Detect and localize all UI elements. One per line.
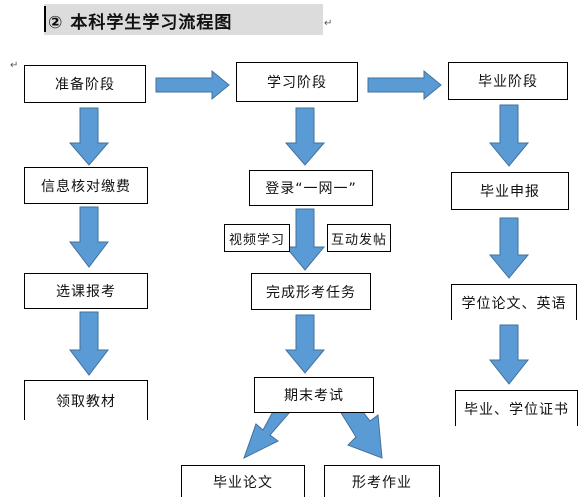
step-formative-homework: 形考作业 xyxy=(324,465,440,497)
step-complete-tasks: 完成形考任务 xyxy=(251,273,371,310)
step-course-registration: 选课报考 xyxy=(24,273,148,309)
page-title: ② 本科学生学习流程图 xyxy=(48,8,232,33)
paragraph-mark-icon: ↵ xyxy=(324,18,333,29)
step-interactive-post: 互动发帖 xyxy=(327,224,391,252)
arrow-right xyxy=(367,69,442,101)
step-graduation-apply: 毕业申报 xyxy=(451,172,569,210)
arrow-down xyxy=(488,104,530,167)
stage-study: 学习阶段 xyxy=(236,62,358,102)
arrow-down xyxy=(284,208,326,271)
paragraph-mark-icon: ↵ xyxy=(10,60,19,71)
title-highlight xyxy=(44,4,323,35)
arrow-down xyxy=(488,324,530,385)
step-login: 登录“一网一” xyxy=(249,170,373,206)
step-thesis-english: 学位论文、英语 xyxy=(451,284,577,320)
title-label: 本科学生学习流程图 xyxy=(70,13,233,33)
stage-prepare: 准备阶段 xyxy=(24,65,146,103)
stage-graduate: 毕业阶段 xyxy=(448,62,568,100)
arrow-down xyxy=(284,314,326,374)
arrow-down xyxy=(68,206,110,268)
text-cursor xyxy=(44,6,46,32)
step-certificates: 毕业、学位证书 xyxy=(455,390,578,426)
step-get-textbooks: 领取教材 xyxy=(24,380,148,420)
arrow-down xyxy=(68,107,110,166)
title-number: ② xyxy=(48,13,64,33)
step-graduation-thesis: 毕业论文 xyxy=(181,465,305,497)
step-final-exam: 期末考试 xyxy=(254,377,374,413)
step-video-learning: 视频学习 xyxy=(224,224,290,252)
arrow-down xyxy=(68,311,110,376)
step-info-check-payment: 信息核对缴费 xyxy=(24,167,148,204)
arrow-right xyxy=(155,69,230,101)
arrow-down xyxy=(488,217,530,279)
arrow-down xyxy=(284,107,326,166)
